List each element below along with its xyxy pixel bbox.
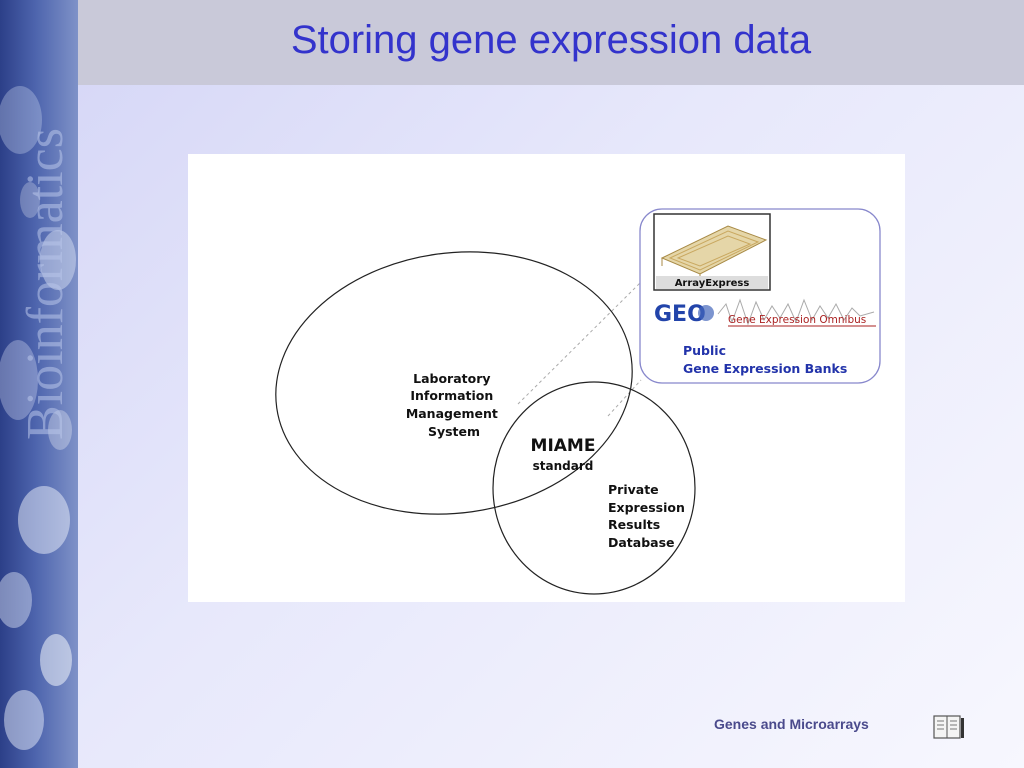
title-bar: Storing gene expression data (78, 0, 1024, 85)
lims-ellipse (275, 251, 633, 515)
globe-icon (698, 305, 714, 321)
arrayexpress-label: ArrayExpress (675, 278, 750, 289)
molecule-image: Bioinformatics (0, 86, 76, 750)
lims-label-line1: Laboratory (413, 371, 490, 386)
connector-line-top (517, 281, 642, 405)
venn-diagram: Laboratory Information Management System… (275, 208, 881, 595)
svg-text:Private Expression: Private Expression Results Database (608, 482, 689, 550)
private-db-circle (492, 381, 696, 595)
public-banks-line2: Gene Expression Banks (683, 361, 847, 376)
footer-text: Genes and Microarrays (714, 716, 869, 732)
svg-text:Public Gene Expression B: Public Gene Expression Banks (683, 343, 847, 376)
sidebar-decoration: Bioinformatics (0, 0, 78, 768)
book-icon-graphic (933, 715, 964, 739)
sidebar-vertical-text: Bioinformatics (17, 128, 74, 440)
book-icon[interactable] (933, 714, 965, 740)
slide-title: Storing gene expression data (290, 18, 812, 62)
private-db-line4: Database (608, 535, 675, 550)
lims-label-line4: System (428, 424, 480, 439)
miame-subtitle: standard (533, 459, 594, 473)
arrayexpress-logo: ArrayExpress (653, 213, 771, 291)
signal-trace (717, 298, 875, 326)
lims-label-line2: Information (410, 388, 493, 403)
lims-label-line3: Management (406, 406, 498, 421)
private-db-line3: Results (608, 517, 660, 532)
geo-logo-text: GEO (654, 302, 706, 327)
geo-logo: GEO Gene Expression Omnibus (654, 298, 876, 327)
connector-line-bottom (607, 379, 642, 417)
private-db-line2: Expression (608, 500, 685, 515)
geo-caption: Gene Expression Omnibus (728, 314, 866, 326)
miame-title: MIAME (531, 436, 596, 456)
public-banks-line1: Public (683, 343, 726, 358)
svg-text:Laboratory Information: Laboratory Information Management System (406, 371, 502, 439)
diagram-panel: Laboratory Information Management System… (188, 154, 905, 602)
private-db-line1: Private (608, 482, 659, 497)
